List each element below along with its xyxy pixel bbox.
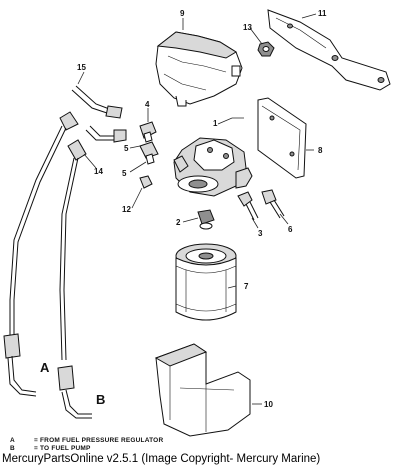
screw-part <box>237 191 259 221</box>
copyright-footer: MercuryPartsOnline v2.5.1 (Image Copyrig… <box>2 453 321 465</box>
callout-7: 7 <box>244 282 249 291</box>
callout-13: 13 <box>243 23 252 32</box>
callout-10: 10 <box>264 400 273 409</box>
callout-14: 14 <box>94 167 103 176</box>
callout-4: 4 <box>145 100 150 109</box>
plug-part <box>139 175 153 189</box>
heat-shield-part <box>257 97 307 179</box>
callout-15: 15 <box>77 63 86 72</box>
callout-3: 3 <box>258 229 263 238</box>
legend-key-a: A <box>10 437 15 444</box>
filter-cover-part <box>155 31 243 107</box>
mounting-bracket-part <box>267 9 391 91</box>
callout-5: 5 <box>124 144 129 153</box>
callout-12: 12 <box>122 205 131 214</box>
fuel-filter-canister-part <box>175 243 237 321</box>
callout-8: 8 <box>318 146 323 155</box>
fuel-line-14-part <box>57 125 127 419</box>
callout-5-lower: 5 <box>122 169 127 178</box>
line-legend: A = FROM FUEL PRESSURE REGULATOR B = TO FU… <box>10 437 163 453</box>
lower-shroud-part <box>154 343 251 437</box>
legend-row-b: B = TO FUEL PUMP <box>10 445 163 453</box>
callout-9: 9 <box>180 9 185 18</box>
fuel-line-15-part <box>3 85 123 397</box>
leader-lines <box>77 13 317 405</box>
callout-1: 1 <box>213 119 218 128</box>
outlet-fitting-part <box>139 141 159 165</box>
callout-2: 2 <box>176 218 181 227</box>
legend-row-a: A = FROM FUEL PRESSURE REGULATOR <box>10 437 163 445</box>
drain-plug-part <box>197 209 215 230</box>
callout-11: 11 <box>318 9 327 18</box>
callout-b: B <box>96 392 105 407</box>
inlet-fitting-part <box>139 121 157 143</box>
legend-text-b: = TO FUEL PUMP <box>34 445 91 452</box>
callout-a: A <box>40 360 50 375</box>
bolt-part <box>261 189 285 219</box>
legend-key-b: B <box>10 445 15 452</box>
callout-6: 6 <box>288 225 293 234</box>
legend-text-a: = FROM FUEL PRESSURE REGULATOR <box>34 437 164 444</box>
filter-head-part <box>173 137 253 197</box>
grommet-part <box>257 41 275 57</box>
